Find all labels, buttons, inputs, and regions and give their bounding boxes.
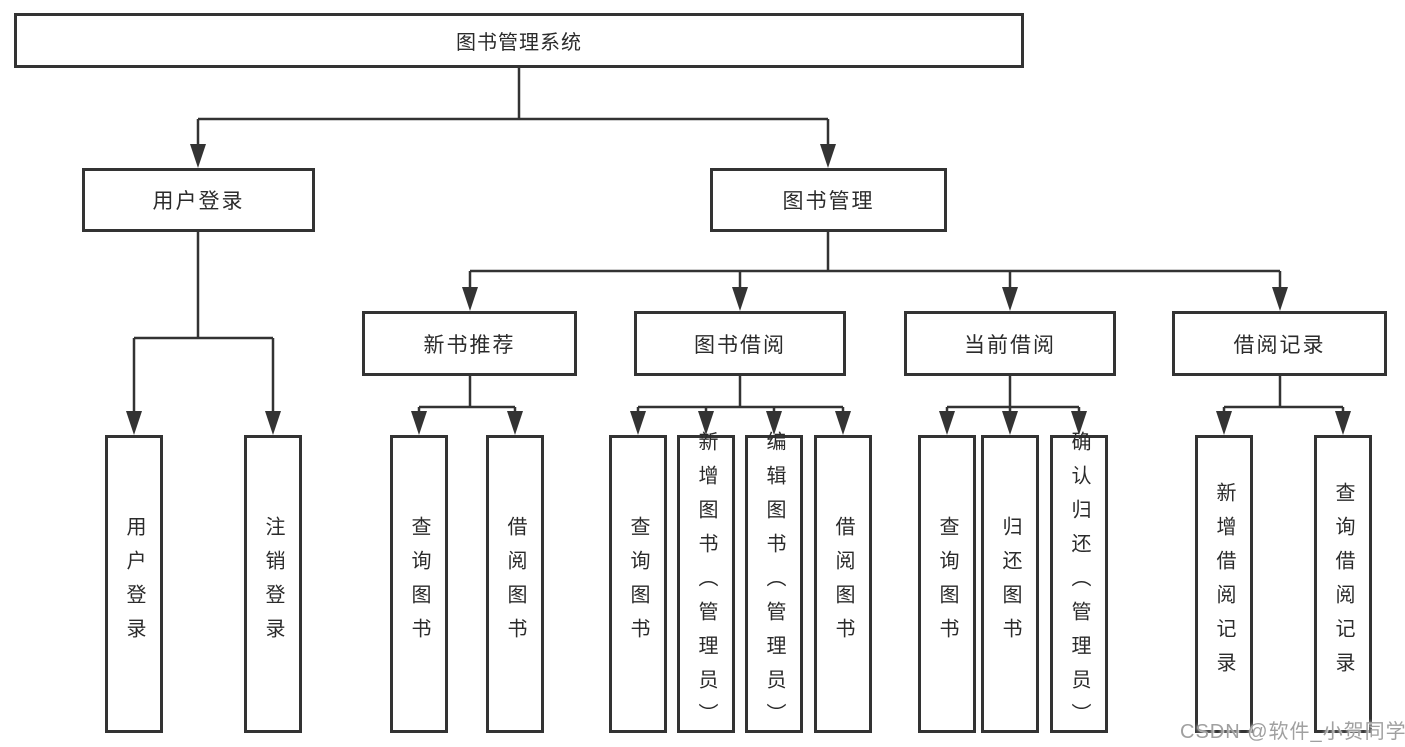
node-label: 借阅图书	[504, 516, 526, 652]
connector-arrowhead	[190, 144, 206, 168]
connector-arrowhead	[1071, 411, 1087, 435]
node-leaf-cb-return: 归还图书	[981, 435, 1039, 733]
node-label: 查询图书	[936, 516, 958, 652]
node-book-mgmt: 图书管理	[710, 168, 947, 232]
connector-arrowhead	[630, 411, 646, 435]
node-borrow-records: 借阅记录	[1172, 311, 1387, 376]
node-label: 图书管理	[782, 190, 875, 213]
connector-arrowhead	[698, 411, 714, 435]
connector-arrowhead	[265, 411, 281, 435]
node-label: 借阅记录	[1233, 333, 1326, 357]
node-leaf-user-login: 用户登录	[105, 435, 163, 733]
node-leaf-bb-edit: 编辑图书（管理员）	[745, 431, 803, 737]
connector-arrowhead	[939, 411, 955, 435]
node-leaf-bb-query: 查询图书	[609, 435, 667, 733]
node-label: 当前借阅	[964, 333, 1056, 357]
node-leaf-cb-query: 查询图书	[918, 435, 976, 733]
node-leaf-br-add: 新增借阅记录	[1195, 435, 1253, 733]
connector-arrowhead	[462, 287, 478, 311]
node-leaf-logout: 注销登录	[244, 435, 302, 733]
node-label: 查询图书	[627, 516, 649, 652]
node-label: 用户登录	[123, 516, 145, 652]
connector-arrowhead	[766, 411, 782, 435]
connector-arrowhead	[835, 411, 851, 435]
connector-arrowhead	[1335, 411, 1351, 435]
connector-arrowhead	[1272, 287, 1288, 311]
node-label: 查询借阅记录	[1332, 482, 1354, 686]
node-label: 借阅图书	[832, 516, 854, 652]
node-label: 查询图书	[408, 516, 430, 652]
connector-arrowhead	[126, 411, 142, 435]
connector-arrowhead	[507, 411, 523, 435]
connector-arrowhead	[1216, 411, 1232, 435]
node-label: 编辑图书（管理员）	[763, 431, 785, 737]
node-root: 图书管理系统	[14, 13, 1024, 68]
node-label: 图书管理系统	[456, 32, 582, 54]
node-label: 确认归还（管理员）	[1068, 431, 1090, 737]
watermark: CSDN @软件_小贺同学	[1180, 721, 1405, 743]
node-leaf-bb-borrow: 借阅图书	[814, 435, 872, 733]
node-leaf-bb-add: 新增图书（管理员）	[677, 431, 735, 737]
connector-arrowhead	[1002, 287, 1018, 311]
connector-arrowhead	[411, 411, 427, 435]
node-leaf-nb-query: 查询图书	[390, 435, 448, 733]
node-leaf-br-query: 查询借阅记录	[1314, 435, 1372, 733]
connector-arrowhead	[1002, 411, 1018, 435]
node-label: 用户登录	[152, 190, 245, 213]
connector-arrowhead	[732, 287, 748, 311]
connector-arrowhead	[820, 144, 836, 168]
node-label: 图书借阅	[694, 333, 786, 357]
node-user-login: 用户登录	[82, 168, 315, 232]
node-book-borrow: 图书借阅	[634, 311, 846, 376]
node-leaf-nb-borrow: 借阅图书	[486, 435, 544, 733]
node-label: 归还图书	[999, 516, 1021, 652]
node-new-book-rec: 新书推荐	[362, 311, 577, 376]
node-label: 新增借阅记录	[1213, 482, 1235, 686]
node-current-borrow: 当前借阅	[904, 311, 1116, 376]
node-label: 新增图书（管理员）	[695, 431, 717, 737]
node-label: 新书推荐	[423, 333, 516, 357]
node-label: 注销登录	[262, 516, 284, 652]
node-leaf-cb-confirm: 确认归还（管理员）	[1050, 431, 1108, 737]
